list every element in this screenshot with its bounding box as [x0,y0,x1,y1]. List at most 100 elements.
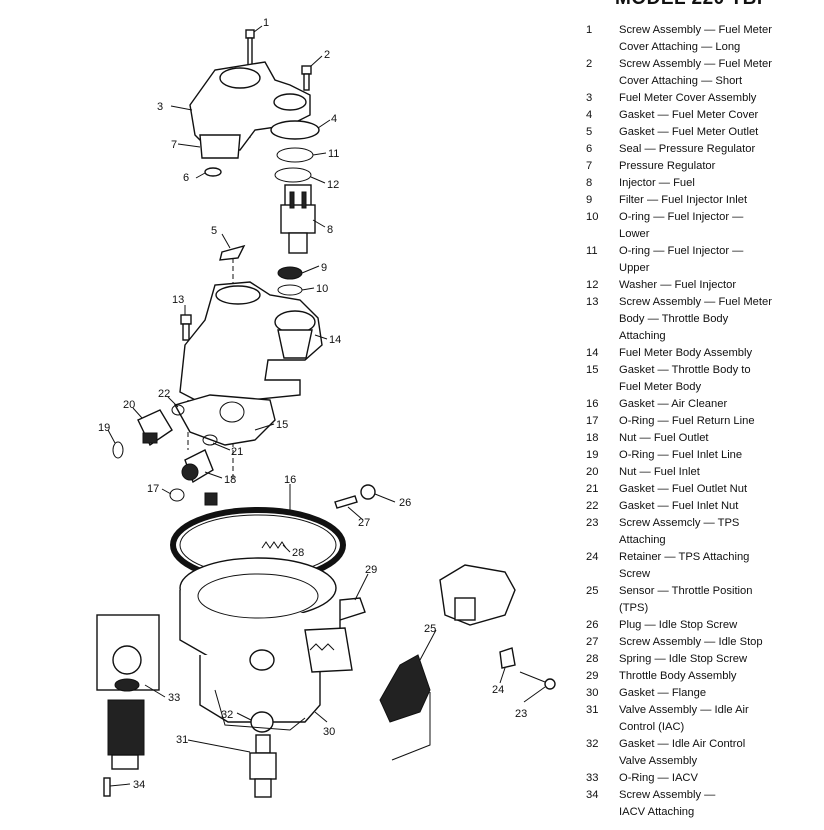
legend-number: 28 [586,653,599,665]
callout-22: 22 [158,388,170,400]
tps-screw-part [519,671,556,690]
legend-number: 14 [586,347,599,359]
callout-17: 17 [147,483,159,495]
legend-description: Gasket — Fuel Inlet Nut [619,498,819,515]
callout-23: 23 [515,708,527,720]
legend-line: Attaching [619,330,666,342]
tps-part [379,564,516,723]
legend-number: 13 [586,296,599,308]
legend-number: 19 [586,449,599,461]
legend-number: 6 [586,143,593,155]
diagram-title: MODEL 220 TBI [615,0,815,10]
legend-number: 31 [586,704,599,716]
legend-number: 25 [586,585,599,597]
exploded-view-diagram: 1 2 3 4 5 6 7 8 9 10 11 12 13 14 15 16 1… [96,17,556,798]
flange-gasket-part [214,689,306,731]
outlet-nut-part [181,449,214,484]
legend-number: 22 [586,500,599,512]
legend-description: Pressure Regulator [619,158,819,175]
legend-line: Cover Attaching — Short [619,75,743,87]
legend-line: Retainer — TPS Attaching [619,551,750,563]
legend-line: O-Ring — IACV [619,772,698,784]
tps-wire [391,692,431,761]
callout-6: 6 [183,172,189,184]
callout-32: 32 [221,709,233,721]
throttle-body-part [179,557,366,723]
legend-description: Plug — Idle Stop Screw [619,617,819,634]
outlet-gasket-part [219,244,246,261]
legend-line: Attaching [619,534,666,546]
legend-line: Screw Assembly — Fuel Meter [619,24,772,36]
legend-number: 24 [586,551,599,563]
legend-description: Gasket — Flange [619,685,819,702]
legend-number: 21 [586,483,599,495]
legend-number: 9 [586,194,593,206]
legend-description: Throttle Body Assembly [619,668,819,685]
legend-number: 32 [586,738,599,750]
callout-19: 19 [98,422,110,434]
legend-description: Nut — Fuel Inlet [619,464,819,481]
legend-number: 15 [586,364,599,376]
legend-line: Injector — Fuel [619,177,695,189]
fuel-meter-body-part [179,281,323,406]
callout-5: 5 [211,225,217,237]
callout-26: 26 [399,497,411,509]
legend-line: Valve Assembly — Idle Air [619,704,749,716]
legend-number: 34 [586,789,599,801]
legend-description: Fuel Meter Body Assembly [619,345,819,362]
cover-gasket-part [270,120,320,140]
callout-labels: 1 2 3 4 5 6 7 8 9 10 11 12 13 14 15 16 1… [98,17,527,791]
long-screw-part [245,29,255,69]
callout-25: 25 [424,623,436,635]
callout-20: 20 [123,399,135,411]
legend-line: Sensor — Throttle Position [619,585,753,597]
legend-description: Spring — Idle Stop Screw [619,651,819,668]
legend-line: Pressure Regulator [619,160,716,172]
legend-line: Spring — Idle Stop Screw [619,653,748,665]
idle-stop-plug-part [360,484,376,500]
legend-number: 5 [586,126,593,138]
legend-line: O-Ring — Fuel Inlet Line [619,449,743,461]
legend-line: Gasket — Flange [619,687,707,699]
callout-11: 11 [328,148,339,160]
legend-line: Screw Assembly — Fuel Meter [619,58,772,70]
legend-description: Gasket — Fuel Meter Outlet [619,124,819,141]
callout-16: 16 [284,474,296,486]
legend-number: 18 [586,432,599,444]
legend-line: Lower [619,228,650,240]
callout-27: 27 [358,517,370,529]
legend-description: O-ring — Fuel Injector —Lower [619,209,819,243]
legend-number: 2 [586,58,593,70]
legend-line: Screw [619,568,651,580]
legend-description: O-Ring — Fuel Inlet Line [619,447,819,464]
legend-line: Screw Assembly — Fuel Meter [619,296,772,308]
legend-line: Gasket — Fuel Outlet Nut [619,483,748,495]
legend-line: Gasket — Fuel Meter Cover [619,109,759,121]
body-screw-part [180,314,192,341]
legend-line: Valve Assembly [619,755,698,767]
injector-lower-oring-part [277,284,303,296]
legend-number: 23 [586,517,599,529]
legend-description: Gasket — Air Cleaner [619,396,819,413]
legend-number: 1 [586,24,593,36]
legend-number: 27 [586,636,599,648]
legend-line: Seal — Pressure Regulator [619,143,756,155]
callout-13: 13 [172,294,184,306]
legend-line: O-Ring — Fuel Return Line [619,415,755,427]
tps-screw-retainer-part [499,647,516,669]
callout-34: 34 [133,779,145,791]
callout-28: 28 [292,547,304,559]
callout-7: 7 [171,139,177,151]
legend-line: Nut — Fuel Outlet [619,432,709,444]
callout-29: 29 [365,564,377,576]
callout-15: 15 [276,419,288,431]
legend-line: Fuel Meter Body Assembly [619,347,753,359]
injector-part [280,184,316,254]
legend-line: (TPS) [619,602,649,614]
legend-line: Gasket — Idle Air Control [619,738,746,750]
legend-line: IACV Attaching [619,806,695,818]
legend-line: Gasket — Throttle Body to [619,364,751,376]
